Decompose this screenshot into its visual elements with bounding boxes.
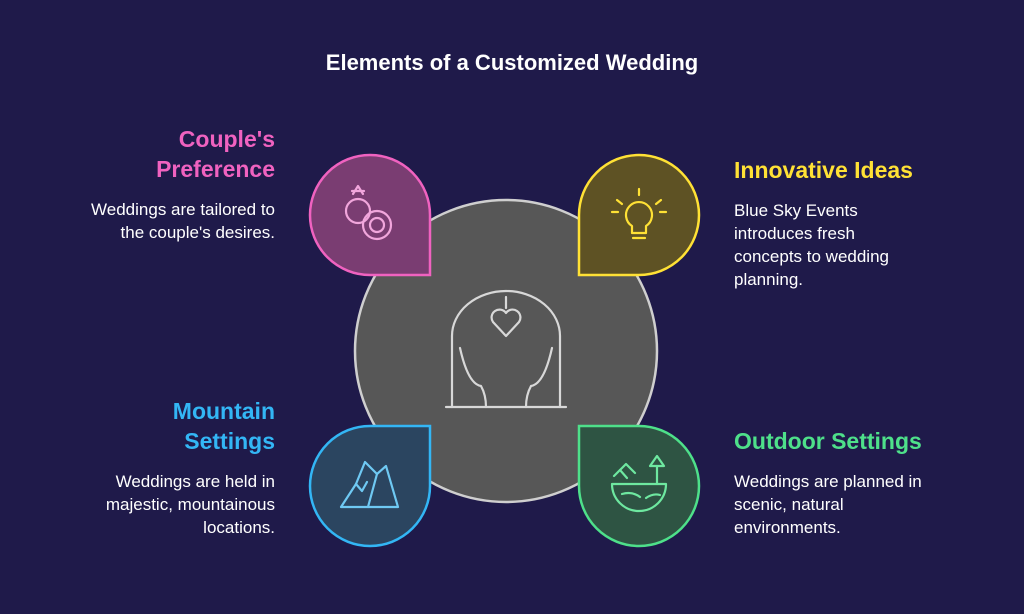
innovative-ideas-heading: Innovative Ideas <box>734 157 913 183</box>
mountain-settings-block: Mountain Settings Weddings are held in m… <box>35 396 275 539</box>
mountain-settings-leaf <box>308 424 432 548</box>
couples-preference-heading-line1: Couple's <box>178 126 275 152</box>
rings-icon <box>344 184 393 241</box>
mountain-settings-heading-line1: Mountain <box>172 398 275 424</box>
innovative-ideas-desc-line3: concepts to wedding <box>734 247 889 266</box>
outdoor-settings-leaf <box>577 424 701 548</box>
lightbulb-icon <box>610 187 668 240</box>
mountain-settings-desc-line2: majestic, mountainous <box>105 495 275 514</box>
innovative-ideas-desc-line4: planning. <box>734 270 804 289</box>
mountain-icon <box>339 460 400 509</box>
couples-preference-desc-line1: Weddings are tailored to <box>91 200 275 219</box>
mountain-settings-heading: Mountain Settings <box>35 396 275 456</box>
mountain-settings-heading-line2: Settings <box>184 428 275 454</box>
couples-preference-description: Weddings are tailored to the couple's de… <box>35 198 275 244</box>
innovative-ideas-desc-line2: introduces fresh <box>734 224 855 243</box>
innovative-ideas-block: Innovative Ideas Blue Sky Events introdu… <box>734 155 994 291</box>
couples-preference-block: Couple's Preference Weddings are tailore… <box>35 124 275 244</box>
outdoor-settings-heading: Outdoor Settings <box>734 428 922 454</box>
mountain-settings-description: Weddings are held in majestic, mountaino… <box>35 470 275 539</box>
couples-preference-heading: Couple's Preference <box>35 124 275 184</box>
wedding-arch-heart-icon <box>444 289 568 409</box>
outdoor-settings-desc-line1: Weddings are planned in <box>734 472 922 491</box>
mountain-settings-desc-line1: Weddings are held in <box>115 472 275 491</box>
innovative-ideas-description: Blue Sky Events introduces fresh concept… <box>734 199 994 291</box>
couples-preference-heading-line2: Preference <box>156 156 275 182</box>
innovative-ideas-leaf <box>577 153 701 277</box>
outdoor-settings-block: Outdoor Settings Weddings are planned in… <box>734 426 994 539</box>
mountain-settings-desc-line3: locations. <box>203 518 275 537</box>
couples-preference-desc-line2: the couple's desires. <box>120 223 275 242</box>
innovative-ideas-desc-line1: Blue Sky Events <box>734 201 858 220</box>
outdoor-settings-desc-line2: scenic, natural <box>734 495 844 514</box>
outdoor-settings-description: Weddings are planned in scenic, natural … <box>734 470 994 539</box>
diagram-title: Elements of a Customized Wedding <box>325 50 699 75</box>
outdoor-nature-icon <box>610 454 668 513</box>
outdoor-settings-desc-line3: environments. <box>734 518 841 537</box>
